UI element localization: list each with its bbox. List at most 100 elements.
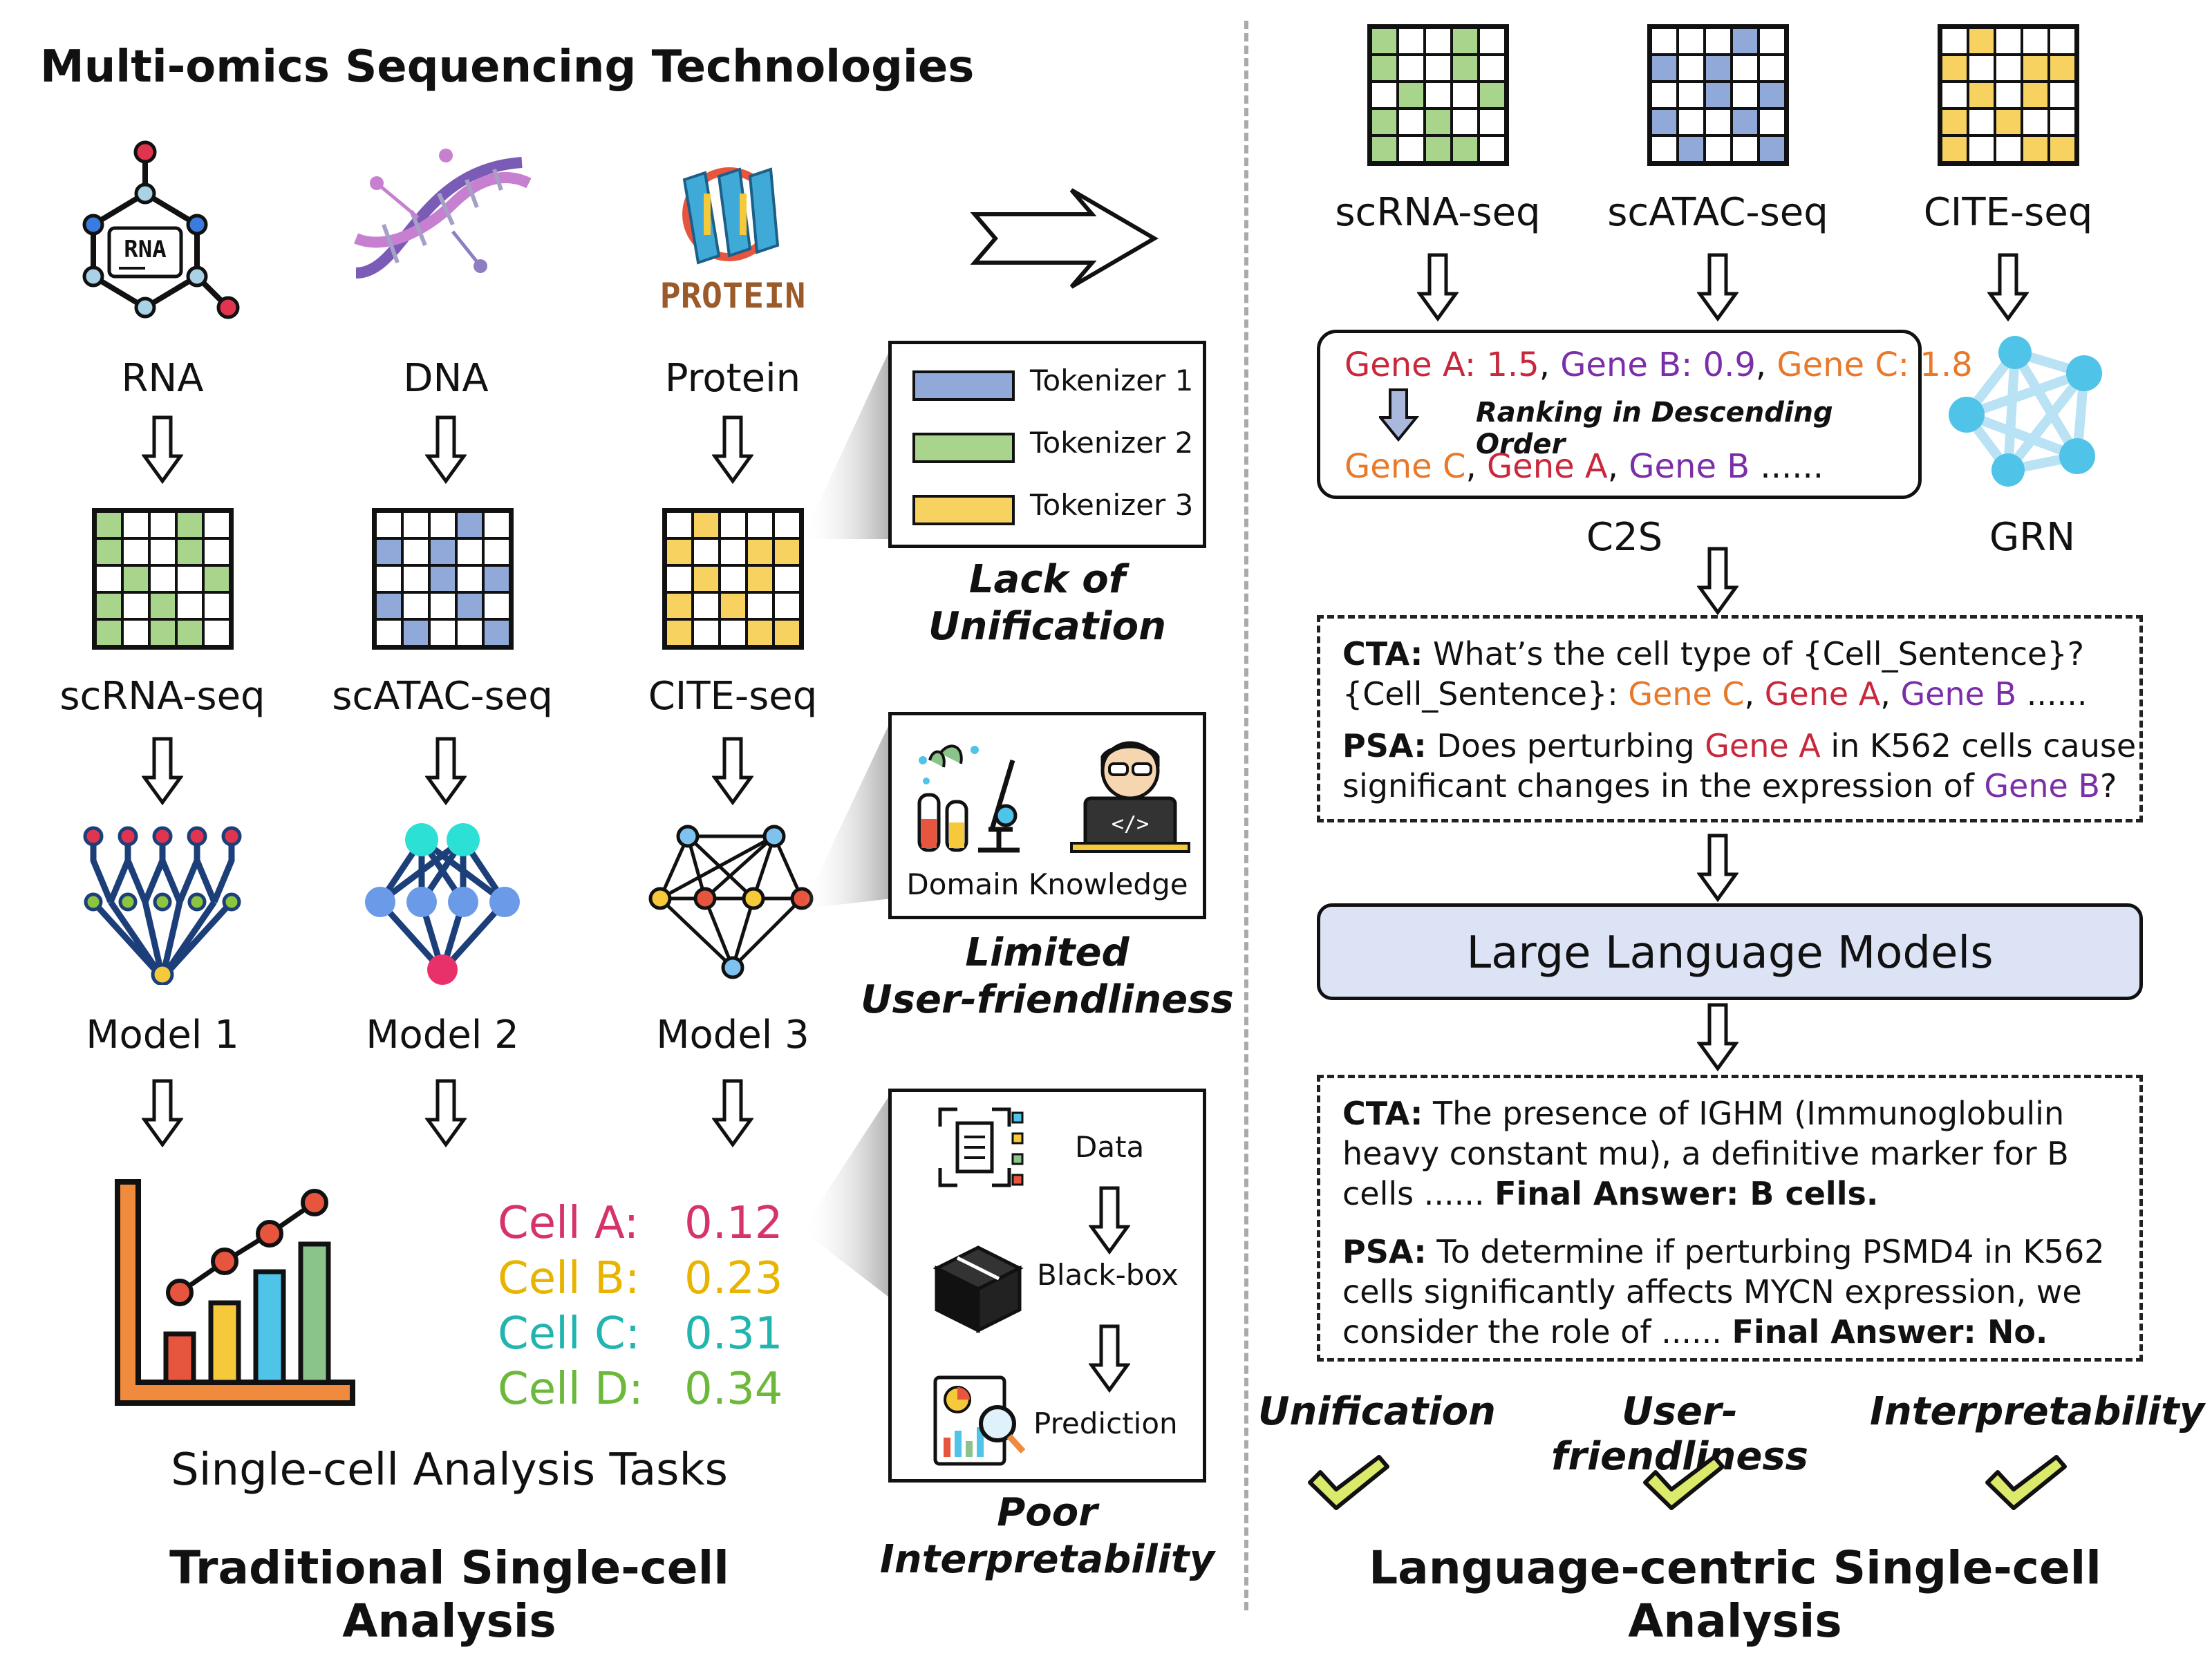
tokenizer-1-swatch [912,370,1015,401]
matrix-cell [2049,135,2076,162]
matrix-cell [1705,55,1732,82]
cell-values: Cell A:0.12 Cell B:0.23 Cell C:0.31 Cell… [498,1196,783,1417]
black-box-icon [933,1245,1024,1334]
matrix-cell [1705,109,1732,135]
matrix-cell [1371,82,1398,109]
down-arrow-icon [1379,388,1420,442]
matrix-cell [456,592,483,619]
down-arrow-icon [142,415,183,484]
benefit-user-friendliness: User-friendliness [1550,1389,1808,1479]
matrix-cell [1425,28,1452,55]
matrix-cell [122,592,149,619]
matrix-cell [693,592,720,619]
model-3-network-icon [648,825,814,979]
prompt-panel: CTA: What’s the cell type of {Cell_Sente… [1317,615,2143,822]
matrix-cell [429,538,456,565]
matrix-cell [2022,82,2049,109]
matrix-cell [1759,55,1785,82]
matrix-cell [2049,109,2076,135]
down-arrow-icon [425,1079,467,1147]
matrix-cell [1479,28,1506,55]
matrix-cell [402,511,429,538]
matrix-cell [666,538,693,565]
grn-network-icon [1949,336,2102,487]
down-arrow-icon [425,737,467,805]
matrix-cell [95,619,122,646]
matrix-cell [176,592,203,619]
matrix-cell [1651,135,1678,162]
matrix-cell [1705,82,1732,109]
answer-panel: CTA: The presence of IGHM (Immunoglobuli… [1317,1075,2143,1362]
matrix-cell [483,538,510,565]
down-arrow-icon [142,1079,183,1147]
matrix-cell [1968,109,1995,135]
matrix-cell [402,538,429,565]
cell-label: Cell C: [498,1308,641,1359]
matrix-cell [1425,55,1452,82]
matrix-cell [1941,135,1968,162]
matrix-cell [1995,55,2022,82]
checkmark-icon [1643,1455,1725,1510]
matrix-cell [720,511,747,538]
matrix-cell [149,619,176,646]
down-arrow-icon [712,737,753,805]
matrix-cell [1479,109,1506,135]
matrix-cell [666,565,693,592]
down-arrow-icon [712,415,753,484]
tokenizer-2-swatch [912,433,1015,463]
matrix-cell [774,592,800,619]
matrix-cell [483,511,510,538]
matrix-cell [1732,28,1759,55]
matrix-cell [375,538,402,565]
matrix-cell [2022,28,2049,55]
matrix-cell [1941,55,1968,82]
matrix-cell [2049,82,2076,109]
matrix-cell [1678,28,1705,55]
matrix-cell [720,592,747,619]
matrix-cell [1968,28,1995,55]
language-centric-footer: Language-centric Single-cell Analysis [1369,1541,2101,1648]
matrix-cell [1398,82,1425,109]
domain-knowledge-label: Domain Knowledge [906,867,1188,901]
matrix-cell [1452,109,1479,135]
matrix-cell [1732,109,1759,135]
down-arrow-icon [1987,253,2029,321]
right-citeseq-matrix [1938,24,2079,166]
matrix-cell [1968,55,1995,82]
developer-laptop-icon: </> [1070,741,1190,853]
omics-label-protein: Protein [664,356,801,401]
gene-a-expr: Gene A: 1.5 [1344,346,1539,384]
right-scatac-matrix [1647,24,1789,166]
matrix-cell [1995,82,2022,109]
benefit-interpretability: Interpretability [1870,1389,2205,1434]
down-arrow-icon [1697,253,1738,321]
matrix-cell [1941,109,1968,135]
interp-step-blackbox: Black-box [1037,1258,1179,1292]
seq-label-scatac: scATAC-seq [332,674,553,719]
matrix-cell [429,565,456,592]
right-seq-label-citeseq: CITE-seq [1923,190,2093,235]
matrix-cell [693,538,720,565]
down-arrow-icon [1697,834,1738,902]
section-divider [1244,21,1248,1610]
matrix-cell [1968,82,1995,109]
code-glyph: </> [1112,812,1149,836]
matrix-cell [429,592,456,619]
matrix-cell [375,511,402,538]
interp-step-data: Data [1075,1130,1145,1164]
matrix-cell [95,511,122,538]
matrix-cell [1732,82,1759,109]
matrix-cell [456,565,483,592]
matrix-cell [666,592,693,619]
cell-value: 0.12 [684,1198,783,1249]
matrix-cell [1651,55,1678,82]
matrix-cell [1759,109,1785,135]
matrix-cell [747,511,774,538]
matrix-cell [203,619,230,646]
matrix-cell [774,619,800,646]
matrix-cell [1452,135,1479,162]
matrix-cell [456,538,483,565]
cell-value: 0.34 [684,1364,783,1415]
matrix-cell [1732,135,1759,162]
